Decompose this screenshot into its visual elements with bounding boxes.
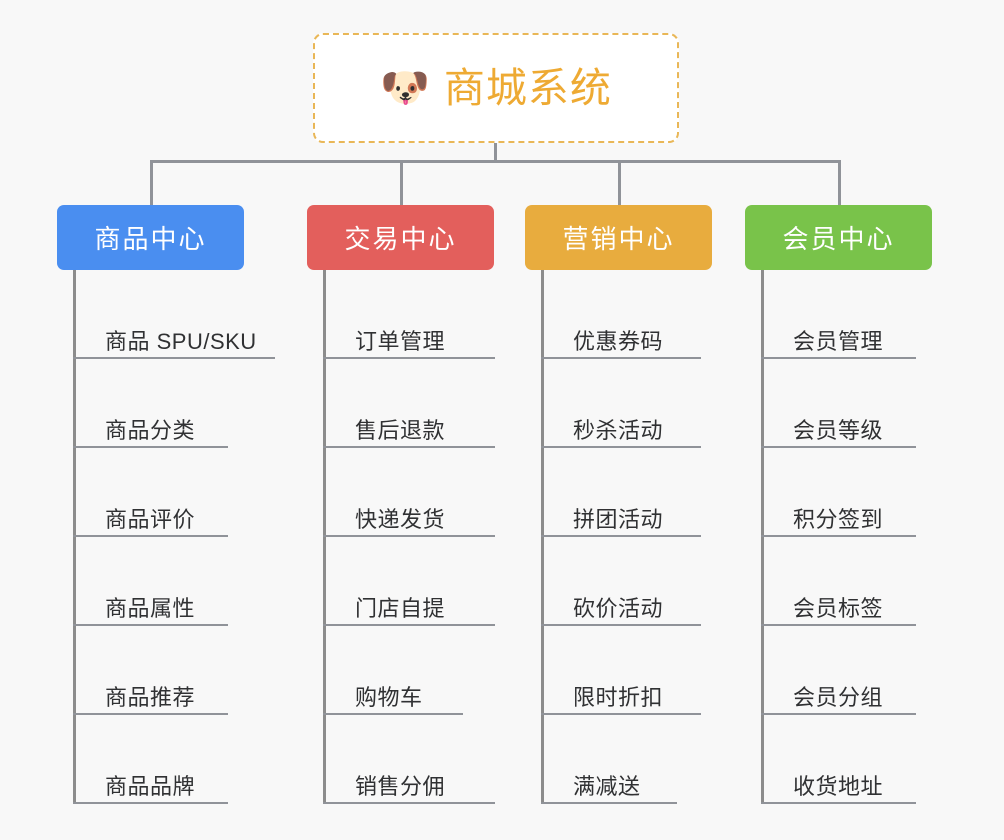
leaf-item[interactable]: 会员等级	[761, 359, 916, 448]
leaf-item-label: 售后退款	[355, 417, 446, 443]
leaf-rail	[761, 270, 764, 804]
connector-horizontal-bus	[150, 160, 840, 163]
connector-drop-1	[150, 160, 153, 207]
leaf-item-label: 门店自提	[355, 595, 446, 621]
leaf-item-label: 商品评价	[105, 506, 196, 532]
leaf-item[interactable]: 会员分组	[761, 626, 916, 715]
category-header-label: 营销中心	[562, 224, 675, 254]
leaf-item[interactable]: 售后退款	[323, 359, 495, 448]
connector-drop-4	[838, 160, 841, 207]
leaf-item-label: 会员等级	[793, 417, 884, 443]
connector-root-stem	[494, 143, 497, 162]
leaf-item[interactable]: 订单管理	[323, 270, 495, 359]
leaf-item[interactable]: 商品品牌	[73, 715, 228, 804]
leaf-item[interactable]: 砍价活动	[541, 537, 701, 626]
leaf-item-label: 商品属性	[105, 595, 196, 621]
leaf-item-label: 限时折扣	[573, 684, 664, 710]
leaf-item-label: 优惠券码	[573, 328, 664, 354]
leaf-item-label: 会员分组	[793, 684, 884, 710]
leaf-item[interactable]: 购物车	[323, 626, 463, 715]
leaf-item-label: 快递发货	[355, 506, 446, 532]
leaf-item-label: 积分签到	[793, 506, 884, 532]
leaf-item[interactable]: 拼团活动	[541, 448, 701, 537]
leaf-item[interactable]: 商品属性	[73, 537, 228, 626]
connector-drop-3	[618, 160, 621, 207]
leaf-item[interactable]: 会员管理	[761, 270, 916, 359]
category-header-label: 交易中心	[344, 224, 457, 254]
leaf-item[interactable]: 销售分佣	[323, 715, 495, 804]
leaf-item-label: 商品品牌	[105, 773, 196, 799]
category-header-1[interactable]: 商品中心	[57, 205, 244, 270]
leaf-rail	[73, 270, 76, 804]
leaf-item[interactable]: 商品 SPU/SKU	[73, 270, 275, 359]
leaf-item[interactable]: 快递发货	[323, 448, 495, 537]
leaf-item[interactable]: 会员标签	[761, 537, 916, 626]
leaf-item-label: 满减送	[573, 773, 641, 799]
leaf-item[interactable]: 门店自提	[323, 537, 495, 626]
leaf-rail	[323, 270, 326, 804]
leaf-item-label: 砍价活动	[573, 595, 664, 621]
category-header-3[interactable]: 营销中心	[525, 205, 712, 270]
leaf-item[interactable]: 限时折扣	[541, 626, 701, 715]
root-title: 商城系统	[443, 64, 612, 111]
leaf-item[interactable]: 商品分类	[73, 359, 228, 448]
category-header-2[interactable]: 交易中心	[307, 205, 494, 270]
leaf-item-label: 商品推荐	[105, 684, 196, 710]
leaf-item[interactable]: 秒杀活动	[541, 359, 701, 448]
leaf-item-label: 拼团活动	[573, 506, 664, 532]
category-header-label: 会员中心	[782, 224, 895, 254]
category-header-label: 商品中心	[94, 224, 207, 254]
leaf-item[interactable]: 商品评价	[73, 448, 228, 537]
leaf-item-label: 会员管理	[793, 328, 884, 354]
leaf-item[interactable]: 积分签到	[761, 448, 916, 537]
leaf-item[interactable]: 商品推荐	[73, 626, 228, 715]
leaf-item-label: 收货地址	[793, 773, 884, 799]
leaf-item-label: 商品 SPU/SKU	[105, 328, 257, 354]
leaf-item-label: 会员标签	[793, 595, 884, 621]
leaf-item-label: 购物车	[355, 684, 423, 710]
leaf-item[interactable]: 满减送	[541, 715, 677, 804]
category-header-4[interactable]: 会员中心	[745, 205, 932, 270]
root-node[interactable]: 🐶 商城系统	[313, 33, 679, 143]
leaf-item-label: 销售分佣	[355, 773, 446, 799]
leaf-item-label: 秒杀活动	[573, 417, 664, 443]
leaf-item-label: 订单管理	[355, 328, 446, 354]
leaf-item[interactable]: 收货地址	[761, 715, 916, 804]
leaf-rail	[541, 270, 544, 804]
connector-drop-2	[400, 160, 403, 207]
leaf-item[interactable]: 优惠券码	[541, 270, 701, 359]
leaf-item-label: 商品分类	[105, 417, 196, 443]
shiba-dog-emoji: 🐶	[380, 66, 430, 110]
